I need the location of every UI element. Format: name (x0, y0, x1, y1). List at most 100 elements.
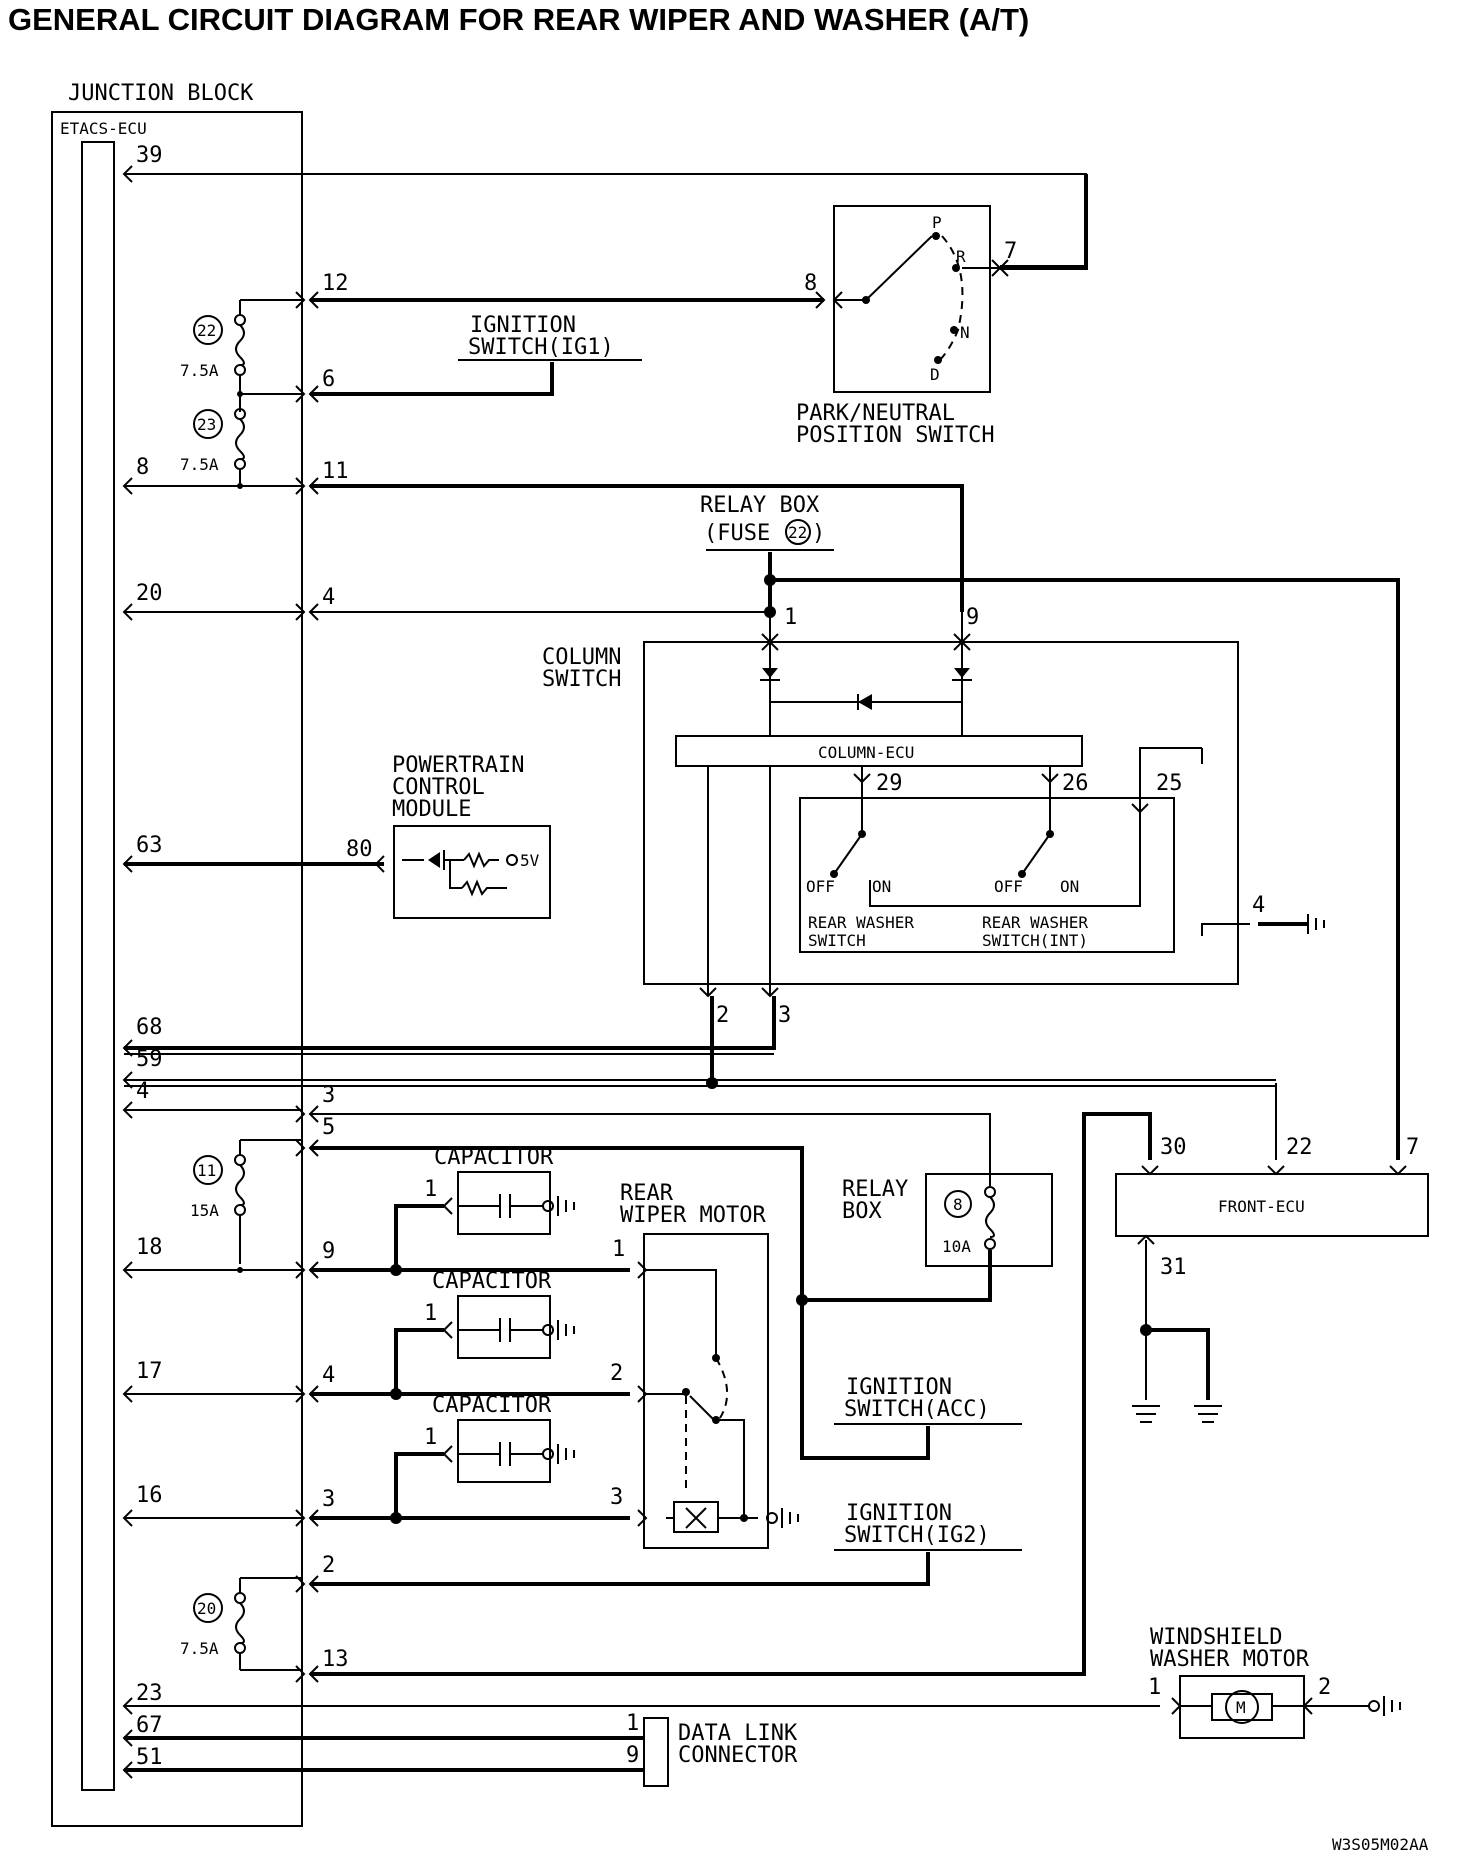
pin-label: 8 (136, 455, 149, 480)
park-neutral-line2: POSITION SWITCH (796, 423, 995, 448)
pos-p: P (932, 213, 942, 232)
rear-washer-int-line2: SWITCH(INT) (982, 931, 1088, 950)
acc-line1: IGNITION (846, 1375, 952, 1400)
pin-label: 39 (136, 143, 163, 168)
fuse-rating: 7.5A (180, 361, 219, 380)
ignition-switch-acc: IGNITION SWITCH(ACC) (844, 1375, 990, 1422)
pin-label: 1 (424, 1177, 437, 1202)
capacitor-1: CAPACITOR 1 (424, 1145, 575, 1235)
pin-label: 1 (1148, 1675, 1161, 1700)
pin-label: 4 (322, 1363, 335, 1388)
junction-right-pins: 12 6 11 4 80 3 5 9 4 3 2 13 (322, 271, 373, 1672)
park-neutral-switch: P R N D 8 7 PARK/NEUTRAL POSITION SWITCH (796, 205, 1017, 448)
pin-label: 7 (1406, 1135, 1419, 1160)
pcm-voltage: 5V (520, 851, 540, 870)
junction-dots (237, 391, 1152, 1524)
pcm-line1: POWERTRAIN (392, 753, 524, 778)
relay-box-fuse-number: 22 (788, 523, 807, 542)
ig1-line2: SWITCH(IG1) (468, 335, 614, 360)
pin-label: 25 (1156, 771, 1183, 796)
fuse-20: 20 7.5A (180, 1578, 246, 1670)
pcm-line2: CONTROL (392, 775, 485, 800)
pin-label: 59 (136, 1047, 163, 1072)
pin-label: 2 (610, 1361, 623, 1386)
pin-label: 67 (136, 1713, 163, 1738)
ig2-line1: IGNITION (846, 1501, 952, 1526)
fuse-23: 23 7.5A (180, 408, 246, 484)
ignition-switch-ig1: IGNITION SWITCH(IG1) (468, 313, 614, 360)
column-switch-line2: SWITCH (542, 667, 621, 692)
rear-wiper-motor: REAR WIPER MOTOR 1 2 3 (610, 1181, 799, 1549)
pos-n: N (960, 323, 970, 342)
etacs-ecu-label: ETACS-ECU (60, 119, 147, 138)
front-ecu: FRONT-ECU 30 22 7 31 (1115, 1135, 1429, 1423)
pin-label: 68 (136, 1015, 163, 1040)
rear-washer-int-line1: REAR WASHER (982, 913, 1088, 932)
pin-label: 1 (424, 1301, 437, 1326)
column-ecu-label: COLUMN-ECU (818, 743, 914, 762)
rear-washer-line1: REAR WASHER (808, 913, 914, 932)
pin-label: 5 (322, 1115, 335, 1140)
powertrain-control-module: POWERTRAIN CONTROL MODULE 5V (392, 753, 551, 919)
diagram-title: GENERAL CIRCUIT DIAGRAM FOR REAR WIPER A… (8, 2, 1029, 37)
fuse-rating: 15A (190, 1201, 219, 1220)
junction-block-label: JUNCTION BLOCK (68, 81, 254, 106)
relay-box-fuse-8: RELAY BOX 8 10A (842, 1173, 1053, 1267)
connector-arrows (122, 165, 1407, 1779)
figure-id: W3S05M02AA (1332, 1835, 1429, 1854)
fuse-number: 23 (197, 415, 216, 434)
front-ecu-label: FRONT-ECU (1218, 1197, 1305, 1216)
rear-washer-off: OFF (806, 877, 835, 896)
capacitor-2: CAPACITOR 1 (424, 1269, 575, 1359)
junction-block: JUNCTION BLOCK ETACS-ECU (51, 81, 303, 1827)
relay-fuse-number: 8 (953, 1195, 963, 1214)
pin-label: 7 (1004, 239, 1017, 264)
pin-label: 63 (136, 833, 163, 858)
capacitor-label: CAPACITOR (432, 1269, 552, 1294)
pin-label: 29 (876, 771, 903, 796)
pin-label: 51 (136, 1745, 163, 1770)
pin-label: 2 (322, 1553, 335, 1578)
pin-label: 23 (136, 1681, 163, 1706)
relay-box-line2-end: ) (812, 521, 825, 546)
pin-label: 17 (136, 1359, 163, 1384)
pin-label: 3 (322, 1487, 335, 1512)
pin-label: 1 (626, 1711, 639, 1736)
column-switch: COLUMN SWITCH COLUMN-ECU 29 26 25 (542, 612, 1325, 1028)
etacs-left-pins: 39 8 20 63 68 59 4 18 17 16 23 67 51 (136, 143, 163, 1770)
pin-label: 2 (716, 1003, 729, 1028)
rear-wiper-line2: WIPER MOTOR (620, 1203, 766, 1228)
fuse-number: 22 (197, 321, 216, 340)
column-switch-line1: COLUMN (542, 645, 621, 670)
relay-box-line1: RELAY BOX (700, 493, 820, 518)
pin-label: 1 (424, 1425, 437, 1450)
pin-label: 4 (322, 585, 335, 610)
fuse-rating: 7.5A (180, 1639, 219, 1658)
pin-label: 9 (626, 1743, 639, 1768)
relay-fuse-rating: 10A (942, 1237, 971, 1256)
pin-label: 3 (322, 1083, 335, 1108)
washer-line2: WASHER MOTOR (1150, 1647, 1310, 1672)
pin-label: 22 (1286, 1135, 1313, 1160)
pin-label: 16 (136, 1483, 163, 1508)
pin-label: 3 (778, 1003, 791, 1028)
data-link-line2: CONNECTOR (678, 1743, 798, 1768)
pin-label: 12 (322, 271, 349, 296)
pin-label: 9 (966, 605, 979, 630)
pin-label: 1 (784, 605, 797, 630)
rear-washer-int-off: OFF (994, 877, 1023, 896)
pin-label: 9 (322, 1239, 335, 1264)
pin-label: 31 (1160, 1255, 1187, 1280)
pin-label: 4 (136, 1079, 149, 1104)
washer-motor-symbol: M (1236, 1698, 1246, 1717)
pcm-line3: MODULE (392, 797, 471, 822)
ig2-line2: SWITCH(IG2) (844, 1523, 990, 1548)
fuse-rating: 7.5A (180, 455, 219, 474)
pin-label: 3 (610, 1485, 623, 1510)
relay-box-line2: BOX (842, 1199, 882, 1224)
wiring (124, 173, 1400, 1772)
rear-wiper-line1: REAR (620, 1181, 674, 1206)
pos-d: D (930, 365, 940, 384)
capacitor-label: CAPACITOR (434, 1145, 554, 1170)
data-link-connector: 1 9 DATA LINK CONNECTOR (626, 1711, 798, 1787)
